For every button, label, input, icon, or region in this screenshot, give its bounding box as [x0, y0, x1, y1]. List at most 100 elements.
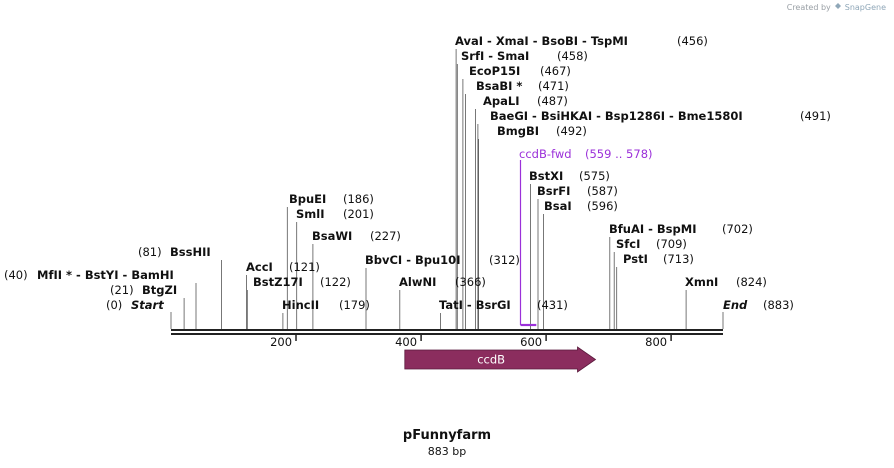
- enzyme-name: BspMI: [657, 222, 697, 236]
- cut-site-label[interactable]: BtgZI(21): [110, 283, 177, 297]
- cut-site-position: (713): [663, 252, 694, 266]
- sequence-map: MfII * - BstYI - BamHI(40) BssHII (81) BtgZ…: [4, 34, 831, 373]
- enzyme-name: XmaI: [496, 34, 529, 48]
- cut-site-label[interactable]: BstZ17I(122): [253, 275, 351, 289]
- enzyme-name: BssHII: [170, 245, 211, 259]
- svg-text:BstZ17I: BstZ17I: [253, 275, 303, 289]
- svg-text:BfuAI - BspMI: BfuAI - BspMI: [609, 222, 697, 236]
- enzyme-name: BsaBI *: [476, 79, 522, 93]
- enzyme-name: Bpu10I: [415, 253, 460, 267]
- cut-site-label[interactable]: BpuEI (186): [289, 192, 374, 206]
- cut-site-label[interactable]: AvaI - XmaI - BsoBI - TspMI(456): [455, 34, 708, 48]
- cut-site-label[interactable]: BmgBI(492): [497, 124, 587, 138]
- cut-site-label[interactable]: BstXI(575): [529, 169, 610, 183]
- cut-site-position: (121): [289, 260, 320, 274]
- ruler-tick-label: 800: [645, 335, 667, 349]
- svg-text:HincII: HincII: [282, 298, 319, 312]
- cut-site-label[interactable]: BfuAI - BspMI (702): [609, 222, 753, 236]
- enzyme-name: TatI: [439, 298, 463, 312]
- enzyme-name: BsaI: [544, 199, 572, 213]
- cut-site-position: (81): [138, 245, 162, 259]
- enzyme-name: SfcI: [616, 237, 640, 251]
- cut-site-position: (709): [656, 237, 687, 251]
- svg-text:AccI: AccI: [246, 260, 273, 274]
- cut-site-label[interactable]: XmnI(824): [685, 275, 767, 289]
- cut-site-label[interactable]: MfII * - BstYI - BamHI(40): [4, 268, 174, 282]
- cut-site-label[interactable]: SmlI (201): [296, 207, 374, 221]
- svg-text:AvaI - XmaI - BsoBI - Ts: AvaI - XmaI - BsoBI - TspMI: [455, 34, 628, 48]
- cut-site-label[interactable]: BsaI (596): [544, 199, 618, 213]
- cut-site-label[interactable]: AlwNI(366): [399, 275, 486, 289]
- cut-site-position: (186): [343, 192, 374, 206]
- primer-range: (559 .. 578): [585, 147, 653, 161]
- snapgene-logo-icon: [834, 2, 842, 12]
- end-position: (883): [763, 298, 794, 312]
- enzyme-name: BtgZI: [142, 283, 177, 297]
- enzyme-name: BstYI: [85, 268, 119, 282]
- enzyme-name: BstZ17I: [253, 275, 303, 289]
- cut-site-label[interactable]: AccI (121): [246, 260, 320, 274]
- cut-site-position: (575): [579, 169, 610, 183]
- enzyme-name: BsrGI: [476, 298, 511, 312]
- enzyme-name: BsiHKAI: [541, 109, 592, 123]
- enzyme-name: PstI: [623, 252, 648, 266]
- enzyme-name: HincII: [282, 298, 319, 312]
- cut-site-position: (458): [557, 49, 588, 63]
- enzyme-name: SrfI: [461, 49, 484, 63]
- cut-site-label[interactable]: SfcI (709): [616, 237, 687, 251]
- credit-text: Created by: [786, 2, 831, 12]
- svg-text:BssHII: BssHII: [170, 245, 211, 259]
- cut-site-label[interactable]: BaeGI - BsiHKAI - Bsp1286I - Bme1580I(49…: [490, 109, 831, 123]
- cut-site-position: (702): [722, 222, 753, 236]
- svg-text:BtgZI: BtgZI: [142, 283, 177, 297]
- cut-site-lines: [170, 49, 724, 329]
- plasmid-name: pFunnyfarm: [402, 428, 492, 443]
- enzyme-name: Bsp1286I: [605, 109, 665, 123]
- cut-site-label[interactable]: PstI (713): [623, 252, 694, 266]
- enzyme-name: BmgBI: [497, 124, 539, 138]
- cut-site-position: (596): [587, 199, 618, 213]
- svg-text:BpuEI: BpuEI: [289, 192, 326, 206]
- enzyme-name: BsrFI: [537, 184, 570, 198]
- cut-site-label[interactable]: BsaWI(227): [312, 229, 401, 243]
- cut-site-position: (824): [736, 275, 767, 289]
- cut-site-label[interactable]: BsrFI (587): [537, 184, 618, 198]
- svg-text:BsaI: BsaI: [544, 199, 572, 213]
- cut-site-position: (467): [540, 64, 571, 78]
- cut-site-label[interactable]: EcoP15I (467): [469, 64, 571, 78]
- cut-site-position: (366): [455, 275, 486, 289]
- ruler-tick-label: 200: [270, 335, 292, 349]
- enzyme-name: SmaI: [497, 49, 529, 63]
- cut-site-label[interactable]: TatI - BsrGI(431): [439, 298, 568, 312]
- start-position: (0): [106, 298, 122, 312]
- cut-site-label[interactable]: BssHII (81): [138, 245, 211, 259]
- svg-text:PstI: PstI: [623, 252, 648, 266]
- cut-site-position: (179): [339, 298, 370, 312]
- svg-text:BsrFI: BsrFI: [537, 184, 570, 198]
- svg-text:TatI - BsrGI: TatI - BsrGI: [439, 298, 511, 312]
- enzyme-name: TspMI: [591, 34, 628, 48]
- enzyme-name: MfII *: [37, 268, 72, 282]
- enzyme-name: BamHI: [131, 268, 173, 282]
- cut-site-position: (312): [489, 253, 520, 267]
- cut-site-position: (587): [587, 184, 618, 198]
- svg-text:BsaBI *: BsaBI *: [476, 79, 522, 93]
- cut-site-label[interactable]: HincII (179): [282, 298, 370, 312]
- feature-arrow[interactable]: [404, 346, 597, 373]
- enzyme-name: EcoP15I: [469, 64, 520, 78]
- cut-site-label[interactable]: SrfI - SmaI (458): [461, 49, 588, 63]
- enzyme-name: BaeGI: [490, 109, 528, 123]
- svg-text:SrfI - SmaI: SrfI - SmaI: [461, 49, 529, 63]
- svg-text:BmgBI: BmgBI: [497, 124, 539, 138]
- enzyme-name: ApaLI: [483, 94, 520, 108]
- cut-site-label[interactable]: BbvCI - Bpu10I (312): [365, 253, 520, 267]
- cut-site-position: (201): [343, 207, 374, 221]
- feature-label: ccdB: [477, 353, 505, 367]
- cut-site-label[interactable]: BsaBI *(471): [476, 79, 569, 93]
- svg-text:BbvCI - Bpu10I: BbvCI - Bpu10I: [365, 253, 460, 267]
- enzyme-name: Bme1580I: [678, 109, 743, 123]
- cut-site-label[interactable]: ApaLI(487): [483, 94, 568, 108]
- enzyme-name: SmlI: [296, 207, 325, 221]
